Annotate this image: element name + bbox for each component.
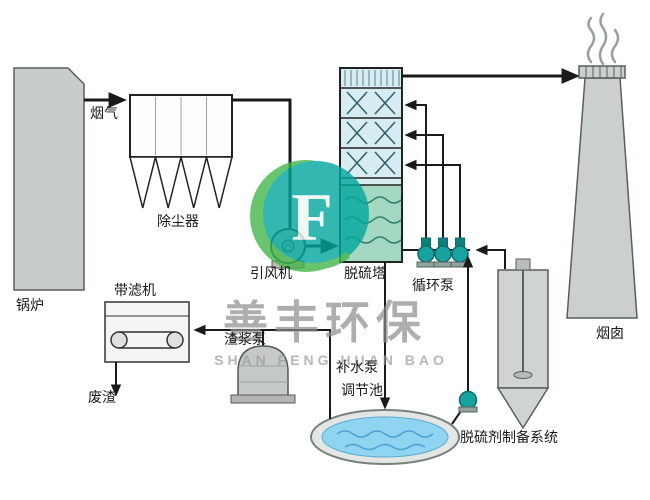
- dust-collector-shape: [129, 94, 233, 209]
- belt-filter-shape: [104, 301, 190, 363]
- makeup-water-pump-shape: [451, 390, 478, 425]
- label-circulation-pump: 循环泵: [412, 277, 454, 293]
- label-waste-residue: 废渣: [88, 389, 116, 405]
- regulating-pool-shape: [310, 409, 460, 465]
- label-makeup-water-pump: 补水泵: [336, 359, 378, 375]
- slurry-pump-shape: [230, 330, 296, 404]
- label-desulfurization-tower: 脱硫塔: [344, 265, 386, 281]
- pipe-pool-to-belt-filter: [193, 324, 331, 419]
- label-chimney: 烟囱: [596, 325, 624, 341]
- label-dust-collector: 除尘器: [157, 213, 199, 229]
- desulfurization-tower-shape: [339, 67, 403, 263]
- pipe-spray-2: [404, 129, 444, 248]
- pipe-spray-1: [404, 99, 427, 248]
- smoke-icon: [586, 12, 620, 66]
- label-slurry-pump: 渣浆泵: [224, 331, 266, 347]
- induced-draft-fan-shape: [270, 228, 306, 269]
- label-desulfurizer-prep-system: 脱硫剂制备系统: [460, 429, 558, 445]
- desulfurizer-prep-tank-shape: [496, 258, 550, 430]
- label-flue-gas: 烟气: [90, 105, 118, 121]
- boiler-shape: [13, 67, 85, 291]
- pipe-spray-3: [404, 159, 461, 248]
- label-boiler: 锅炉: [16, 297, 44, 313]
- label-belt-filter: 带滤机: [114, 282, 156, 298]
- label-regulating-pool: 调节池: [341, 382, 383, 398]
- chimney-shape: [566, 12, 638, 319]
- pipe-desulfurizer-feed: [475, 244, 506, 269]
- circulation-pumps-shape: [416, 237, 470, 268]
- label-induced-draft-fan: 引风机: [250, 265, 292, 281]
- duct-dust-collector-to-fan: [232, 98, 292, 229]
